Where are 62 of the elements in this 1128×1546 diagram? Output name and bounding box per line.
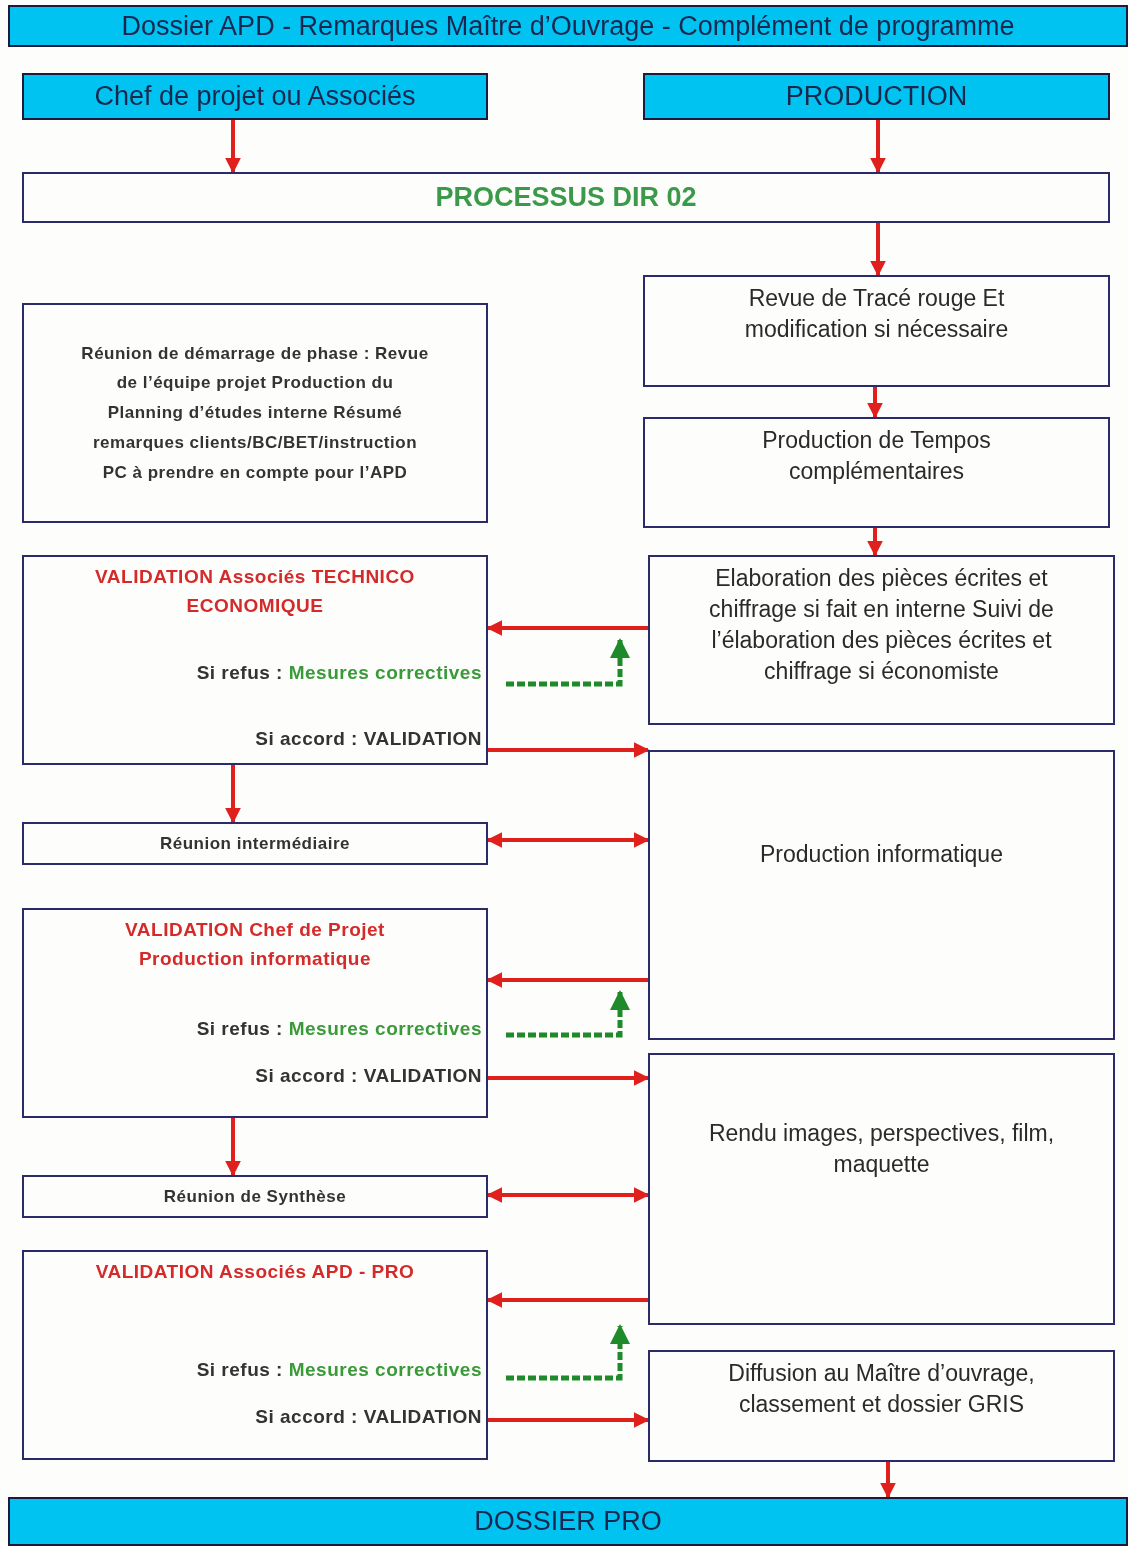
arrow [225, 765, 241, 824]
validation-box [22, 908, 488, 1118]
meeting-box [22, 1175, 488, 1218]
approval-label: Si accord : VALIDATION [255, 1065, 482, 1087]
approval-label: Si accord : VALIDATION [255, 728, 482, 750]
approval-label: Si accord : VALIDATION [255, 1406, 482, 1428]
validation-title: VALIDATION Chef de Projet Production informatique [124, 918, 386, 971]
arrow [488, 1070, 650, 1086]
meeting-box [22, 822, 488, 865]
process-box [643, 417, 1110, 528]
process-box [648, 750, 1115, 1040]
arrow [225, 120, 241, 174]
arrow [867, 387, 883, 419]
header-band [643, 73, 1110, 120]
validation-title: VALIDATION Associés APD - PRO [94, 1260, 416, 1284]
node-text: Diffusion au Maître d’ouvrage, classement et dossier GRIS [727, 1359, 1036, 1420]
node-text: Réunion intermédiaire [160, 832, 350, 855]
node-text: Dossier APD - Remarques Maître d’Ouvrage - Complément de programme [121, 10, 1015, 42]
corrective-measures-text: Mesures correctives [288, 1359, 482, 1380]
arrow [867, 528, 883, 557]
arrow [486, 1292, 648, 1308]
dashed-arrow [506, 990, 630, 1038]
process-box [22, 172, 1110, 223]
header-band [22, 73, 488, 120]
node-text: PROCESSUS DIR 02 [435, 181, 697, 215]
arrow [488, 742, 650, 758]
node-text: Chef de projet ou Associés [94, 81, 416, 112]
node-text: Production informatique [760, 840, 1003, 870]
dashed-arrow [506, 1324, 630, 1381]
corrective-measures-text: Mesures correctives [288, 1018, 482, 1039]
arrow [486, 972, 648, 988]
header-band [8, 5, 1128, 47]
validation-title: VALIDATION Associés TECHNICO ECONOMIQUE [94, 565, 416, 618]
arrow [486, 1187, 650, 1203]
node-text: Revue de Tracé rouge Et modification si nécessaire [743, 284, 1010, 345]
arrow [225, 1118, 241, 1177]
arrow [486, 620, 648, 636]
process-box [648, 555, 1115, 725]
validation-box [22, 555, 488, 765]
refusal-label: Si refus : [196, 1359, 283, 1380]
process-box [648, 1053, 1115, 1325]
node-text: DOSSIER PRO [474, 1506, 662, 1537]
meeting-box [22, 303, 488, 523]
process-box [643, 275, 1110, 387]
node-text: Production de Tempos complémentaires [761, 426, 992, 487]
arrow [880, 1462, 896, 1499]
validation-box [22, 1250, 488, 1460]
dashed-arrow [506, 638, 630, 687]
node-text: Réunion de Synthèse [163, 1185, 347, 1208]
process-box [648, 1350, 1115, 1462]
arrow [488, 1412, 650, 1428]
corrective-measures-text: Mesures correctives [288, 662, 482, 683]
arrow [486, 832, 650, 848]
arrow [870, 120, 886, 174]
arrow [870, 223, 886, 277]
node-text: Elaboration des pièces écrites et chiffrage si fait en interne Suivi de l’élaboration des pièces écrites et chiffrage si économiste [708, 564, 1055, 687]
node-text: Réunion de démarrage de phase : Revue de l’équipe projet Production du Planning d’études interne Résumé remarques clients/BC/BET/instruction PC à prendre en compte pour l’APD [80, 342, 430, 484]
refusal-label: Si refus : [196, 1018, 283, 1039]
node-text: PRODUCTION [785, 81, 968, 112]
node-text: Rendu images, perspectives, film, maquette [707, 1118, 1056, 1179]
refusal-label: Si refus : [196, 662, 283, 683]
header-band [8, 1497, 1128, 1546]
